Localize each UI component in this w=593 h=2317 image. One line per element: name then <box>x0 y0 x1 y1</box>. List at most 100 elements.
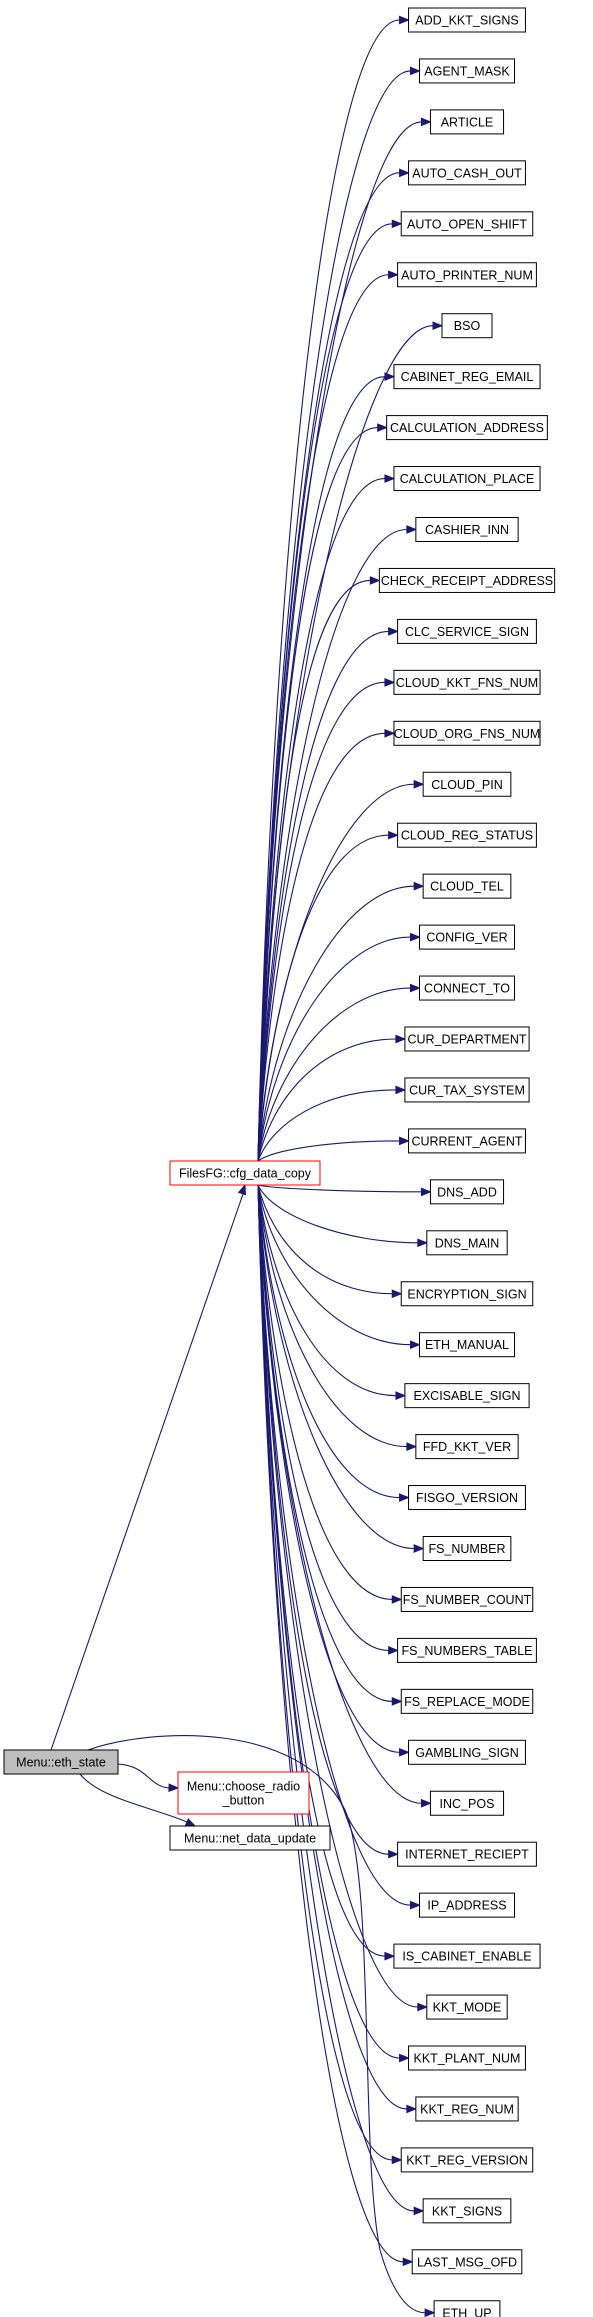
target-fs-number-count-box <box>400 1586 534 1612</box>
target-cloud-pin-label: CLOUD_PIN <box>431 778 503 792</box>
target-fs-replace-mode[interactable]: FS_REPLACE_MODE <box>400 1688 534 1714</box>
arrowhead-kkt-reg-version <box>391 2155 403 2165</box>
target-kkt-signs[interactable]: KKT_SIGNS <box>422 2198 512 2224</box>
target-cloud-pin[interactable]: CLOUD_PIN <box>422 771 512 797</box>
target-cabinet-reg-email[interactable]: CABINET_REG_EMAIL <box>393 364 541 390</box>
target-connect-to-box <box>419 975 515 1001</box>
target-inc-pos-box <box>429 1790 505 1816</box>
target-auto-cash-out[interactable]: AUTO_CASH_OUT <box>408 160 526 186</box>
mid-node-1[interactable]: Menu::choose_radio_button <box>177 1771 310 1815</box>
target-cur-department-label: CUR_DEPARTMENT <box>408 1033 527 1047</box>
target-kkt-mode-box <box>426 1994 508 2020</box>
arrowhead-auto-cash-out <box>399 168 410 178</box>
target-clc-service-sign-label: CLC_SERVICE_SIGN <box>405 625 529 639</box>
target-fisgo-version-label: FISGO_VERSION <box>416 1491 518 1505</box>
mid-node-1-label-2: _button <box>222 1794 265 1808</box>
arrowhead-agent-mask <box>410 66 421 76</box>
target-excisable-sign[interactable]: EXCISABLE_SIGN <box>404 1383 530 1409</box>
target-cloud-tel[interactable]: CLOUD_TEL <box>422 873 512 899</box>
hub-node[interactable]: FilesFG::cfg_data_copy <box>169 1160 321 1186</box>
target-connect-to[interactable]: CONNECT_TO <box>419 975 515 1001</box>
target-cloud-kkt-fns-num[interactable]: CLOUD_KKT_FNS_NUM <box>393 669 541 695</box>
target-gambling-sign[interactable]: GAMBLING_SIGN <box>408 1739 526 1765</box>
target-kkt-mode[interactable]: KKT_MODE <box>426 1994 508 2020</box>
target-cloud-reg-status-label: CLOUD_REG_STATUS <box>401 829 533 843</box>
arrowhead-cloud-reg-status <box>388 830 399 840</box>
target-article-label: ARTICLE <box>441 115 494 129</box>
edge-hub-to-dns-main <box>257 1184 418 1244</box>
target-config-ver[interactable]: CONFIG_VER <box>419 924 515 950</box>
target-auto-open-shift[interactable]: AUTO_OPEN_SHIFT <box>400 211 534 237</box>
target-internet-reciept[interactable]: INTERNET_RECIEPT <box>397 1841 537 1867</box>
root-node[interactable]: Menu::eth_state <box>3 1749 119 1775</box>
target-fs-numbers-table[interactable]: FS_NUMBERS_TABLE <box>397 1637 537 1663</box>
arrowhead-cur-tax-system <box>395 1085 407 1095</box>
target-fisgo-version-box <box>408 1485 526 1511</box>
target-inc-pos[interactable]: INC_POS <box>429 1790 505 1816</box>
target-kkt-reg-num[interactable]: KKT_REG_NUM <box>415 2096 519 2122</box>
target-cashier-inn[interactable]: CASHIER_INN <box>415 517 519 542</box>
target-dns-add[interactable]: DNS_ADD <box>429 1179 505 1205</box>
target-cabinet-reg-email-label: CABINET_REG_EMAIL <box>401 370 534 384</box>
target-article-box <box>429 109 505 135</box>
target-bso[interactable]: BSO <box>441 313 493 339</box>
target-ip-address-label: IP_ADDRESS <box>427 1899 506 1913</box>
edge-hub-to-clc-service-sign <box>257 630 389 1162</box>
target-last-msg-ofd[interactable]: LAST_MSG_OFD <box>411 2249 523 2275</box>
target-is-cabinet-enable-box <box>393 1943 541 1969</box>
target-connect-to-label: CONNECT_TO <box>424 982 510 996</box>
target-current-agent[interactable]: CURRENT_AGENT <box>408 1128 526 1154</box>
arrowhead-ffd-kkt-ver <box>406 1442 418 1451</box>
target-clc-service-sign[interactable]: CLC_SERVICE_SIGN <box>397 618 537 644</box>
edge-hub-to-cur-tax-system <box>257 1089 396 1162</box>
arrowhead-eth-up <box>424 2308 436 2317</box>
arrowhead-current-agent <box>399 1136 410 1146</box>
arrowhead-add-kkt-signs <box>399 15 410 25</box>
target-add-kkt-signs-label: ADD_KKT_SIGNS <box>415 14 519 28</box>
target-check-receipt-address-label: CHECK_RECEIPT_ADDRESS <box>381 574 553 588</box>
target-fs-number-count[interactable]: FS_NUMBER_COUNT <box>400 1586 534 1612</box>
target-cloud-pin-box <box>422 771 512 797</box>
target-kkt-plant-num-label: KKT_PLANT_NUM <box>414 2052 521 2066</box>
target-cashier-inn-label: CASHIER_INN <box>425 523 509 537</box>
target-cloud-org-fns-num-label: CLOUD_ORG_FNS_NUM <box>394 727 541 741</box>
target-agent-mask[interactable]: AGENT_MASK <box>419 58 515 84</box>
mid-node-2-label: Menu::net_data_update <box>184 1832 316 1846</box>
target-cur-department[interactable]: CUR_DEPARTMENT <box>404 1026 530 1052</box>
target-fs-number[interactable]: FS_NUMBER <box>422 1536 512 1561</box>
target-calculation-address[interactable]: CALCULATION_ADDRESS <box>386 415 548 441</box>
mid-node-2-box <box>169 1825 331 1851</box>
target-agent-mask-label: AGENT_MASK <box>424 64 510 78</box>
target-encryption-sign[interactable]: ENCRYPTION_SIGN <box>400 1281 534 1307</box>
target-article[interactable]: ARTICLE <box>429 109 505 135</box>
target-calculation-place[interactable]: CALCULATION_PLACE <box>393 466 541 492</box>
target-cloud-org-fns-num-box <box>393 720 541 746</box>
target-inc-pos-label: INC_POS <box>440 1797 495 1811</box>
edge-hub-to-kkt-reg-version <box>257 1184 393 2161</box>
target-cloud-org-fns-num[interactable]: CLOUD_ORG_FNS_NUM <box>393 720 541 746</box>
target-eth-manual[interactable]: ETH_MANUAL <box>419 1332 515 1358</box>
edge-root-to-eth-up <box>87 1735 426 2314</box>
target-kkt-plant-num[interactable]: KKT_PLANT_NUM <box>408 2045 526 2071</box>
target-auto-open-shift-box <box>400 211 534 237</box>
target-auto-printer-num[interactable]: AUTO_PRINTER_NUM <box>397 262 537 288</box>
target-fisgo-version[interactable]: FISGO_VERSION <box>408 1485 526 1511</box>
target-ip-address[interactable]: IP_ADDRESS <box>419 1892 515 1918</box>
target-ffd-kkt-ver[interactable]: FFD_KKT_VER <box>415 1434 519 1460</box>
target-add-kkt-signs[interactable]: ADD_KKT_SIGNS <box>408 7 526 33</box>
target-is-cabinet-enable[interactable]: IS_CABINET_ENABLE <box>393 1943 541 1969</box>
target-cabinet-reg-email-box <box>393 364 541 390</box>
target-eth-up[interactable]: ETH_UP <box>433 2300 501 2317</box>
target-kkt-reg-version[interactable]: KKT_REG_VERSION <box>400 2147 534 2173</box>
target-current-agent-box <box>408 1128 526 1154</box>
target-dns-main[interactable]: DNS_MAIN <box>426 1230 508 1256</box>
target-check-receipt-address[interactable]: CHECK_RECEIPT_ADDRESS <box>378 567 556 593</box>
edge-hub-to-encryption-sign <box>257 1184 393 1295</box>
target-cur-tax-system[interactable]: CUR_TAX_SYSTEM <box>404 1077 530 1103</box>
mid-node-2[interactable]: Menu::net_data_update <box>169 1825 331 1851</box>
target-eth-manual-box <box>419 1332 515 1358</box>
target-dns-add-box <box>429 1179 505 1205</box>
target-cloud-reg-status[interactable]: CLOUD_REG_STATUS <box>397 822 537 848</box>
edge-hub-to-calculation-address <box>257 427 378 1162</box>
target-fs-number-label: FS_NUMBER <box>428 1542 505 1556</box>
